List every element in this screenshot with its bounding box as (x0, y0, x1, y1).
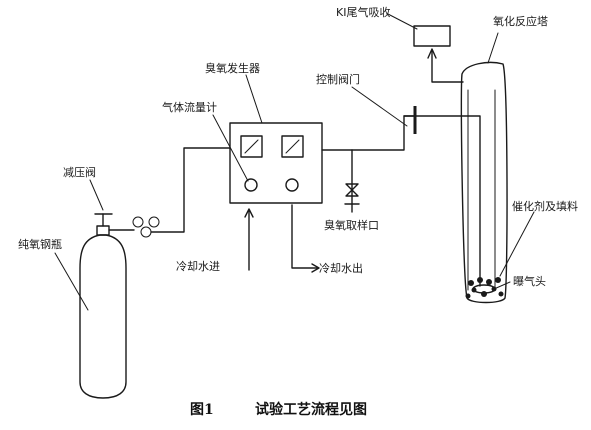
oxygen-cylinder-label: 纯氧钢瓶 (18, 237, 62, 251)
ozone-outlet-pipe (321, 115, 481, 287)
leader-pressure-reducer (89, 179, 104, 211)
ozone-generator (229, 122, 323, 204)
leader-control-valve (351, 86, 408, 127)
figure-number: 图1 (190, 402, 214, 418)
pressure-reducer-label: 减压阀 (63, 165, 96, 179)
figure-caption: 试验工艺流程见图 (255, 401, 367, 418)
catalyst-packing-label: 催化剂及填料 (512, 199, 578, 213)
leader-ozone-generator (245, 74, 263, 124)
leader-oxidation-tower (487, 32, 499, 64)
control-valve (403, 106, 417, 134)
aerator-head-label: 曝气头 (513, 274, 546, 288)
leader-flowmeter (212, 114, 249, 182)
oxygen-cylinder (79, 225, 127, 399)
exhaust-pipe (427, 48, 464, 83)
oxidation-tower-label: 氧化反应塔 (493, 14, 548, 28)
ozone-generator-label: 臭氧发生器 (205, 61, 260, 75)
flowmeter-label: 气体流量计 (162, 100, 217, 114)
sampling-valve (344, 149, 360, 213)
leader-ki-absorber (387, 13, 418, 30)
cooling-water-out-label: 冷却水出 (319, 261, 363, 275)
oxidation-reaction-tower (460, 61, 508, 304)
cooling-water-outlet (291, 204, 320, 273)
ki-absorber-label: KI尾气吸收 (336, 5, 390, 19)
control-valve-label: 控制阀门 (316, 72, 360, 86)
flowmeter-gauge (240, 135, 263, 192)
leader-aerator (493, 281, 511, 290)
generator-gauge (281, 135, 304, 192)
oxygen-feed-pipe (150, 147, 231, 233)
cooling-water-in-label: 冷却水进 (176, 260, 220, 273)
catalyst-packing (465, 277, 504, 299)
leader-catalyst (499, 211, 535, 277)
cooling-water-inlet (244, 208, 254, 271)
leader-oxygen-cylinder (54, 252, 89, 311)
sampling-port-label: 臭氧取样口 (324, 218, 379, 232)
ki-absorber-box (413, 25, 451, 47)
